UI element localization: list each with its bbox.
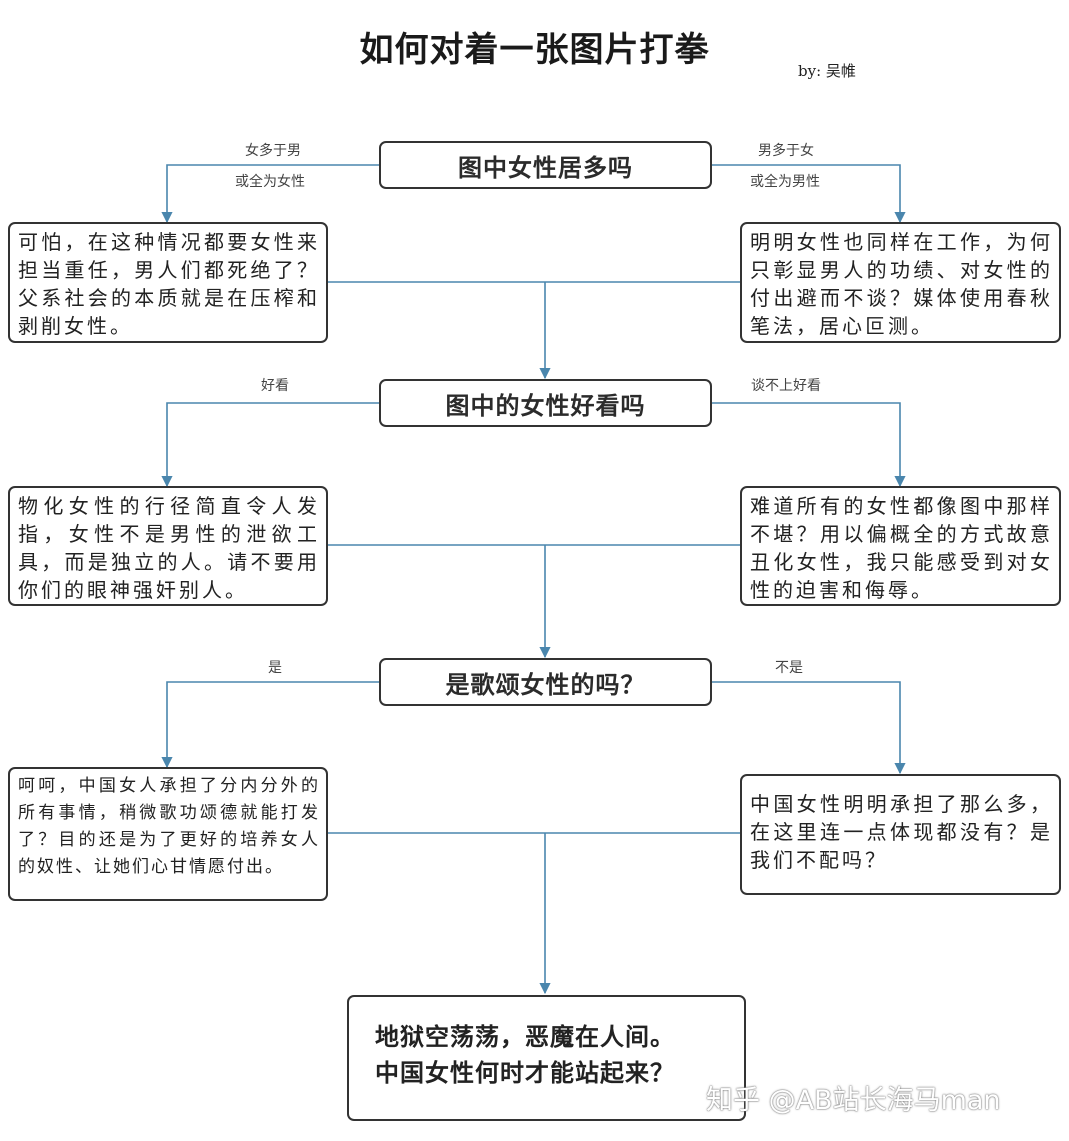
q1-right-edge-label-1: 男多于女 [758,143,814,159]
page-title: 如何对着一张图片打拳 [359,30,710,70]
q1-left-answer-text: 可怕，在这种情况都要女性来担当重任，男人们都死绝了？父系社会的本质就是在压榨和剥… [18,230,320,338]
q1-right-answer-box: 明明女性也同样在工作，为何只彰显男人的功绩、对女性的付出避而不谈？媒体使用春秋笔… [740,222,1061,343]
author-credit: by: 吴帷 [798,62,856,80]
q2-left-connector [161,402,380,488]
q2-left-edge-label: 好看 [261,378,289,394]
q3-left-edge-label: 是 [268,660,282,676]
q3-right-answer-box: 中国女性明明承担了那么多，在这里连一点体现都没有？是我们不配吗？ [740,774,1061,895]
q3-right-answer-text: 中国女性明明承担了那么多，在这里连一点体现都没有？是我们不配吗？ [750,792,1053,872]
q1-right-connector [712,164,906,224]
question-1-text: 图中女性居多吗 [458,153,633,182]
q2-right-answer-box: 难道所有的女性都像图中那样不堪？用以偏概全的方式故意丑化女性，我只能感受到对女性… [740,486,1061,606]
q2-left-answer-box: 物化女性的行径简直令人发指，女性不是男性的泄欲工具，而是独立的人。请不要用你们的… [8,486,328,606]
q1-right-answer-text: 明明女性也同样在工作，为何只彰显男人的功绩、对女性的付出避而不谈？媒体使用春秋笔… [750,230,1053,338]
q3-left-answer-text: 呵呵，中国女人承担了分内分外的所有事情，稍微歌功颂德就能打发了？目的还是为了更好… [18,776,320,877]
q1-left-edge-label-2: 或全为女性 [235,174,305,190]
conclusion-line-2: 中国女性何时才能站起来？ [375,1059,675,1087]
question-1-box: 图中女性居多吗 [379,141,712,189]
conclusion-box: 地狱空荡荡，恶魔在人间。 中国女性何时才能站起来？ [347,995,746,1121]
q3-right-edge-label: 不是 [775,660,803,676]
q1-left-edge-label-1: 女多于男 [245,143,301,159]
question-2-box: 图中的女性好看吗 [379,379,712,427]
q2-right-answer-text: 难道所有的女性都像图中那样不堪？用以偏概全的方式故意丑化女性，我只能感受到对女性… [750,494,1053,602]
q2-right-connector [712,402,906,488]
q1-left-answer-box: 可怕，在这种情况都要女性来担当重任，男人们都死绝了？父系社会的本质就是在压榨和剥… [8,222,328,343]
zhihu-watermark: 知乎 @AB站长海马man [706,1085,1001,1116]
question-3-text: 是歌颂女性的吗？ [445,670,646,699]
q1-right-edge-label-2: 或全为男性 [750,174,820,190]
q3-left-connector [161,681,380,769]
conclusion-line-1: 地狱空荡荡，恶魔在人间。 [375,1023,675,1051]
q2-left-answer-text: 物化女性的行径简直令人发指，女性不是男性的泄欲工具，而是独立的人。请不要用你们的… [18,494,320,602]
q3-left-answer-box: 呵呵，中国女人承担了分内分外的所有事情，稍微歌功颂德就能打发了？目的还是为了更好… [8,767,328,901]
q2-right-edge-label: 谈不上好看 [751,378,821,394]
question-3-box: 是歌颂女性的吗？ [379,658,712,706]
q1-left-connector [161,164,380,224]
q3-right-connector [712,681,906,775]
question-2-text: 图中的女性好看吗 [445,391,646,420]
